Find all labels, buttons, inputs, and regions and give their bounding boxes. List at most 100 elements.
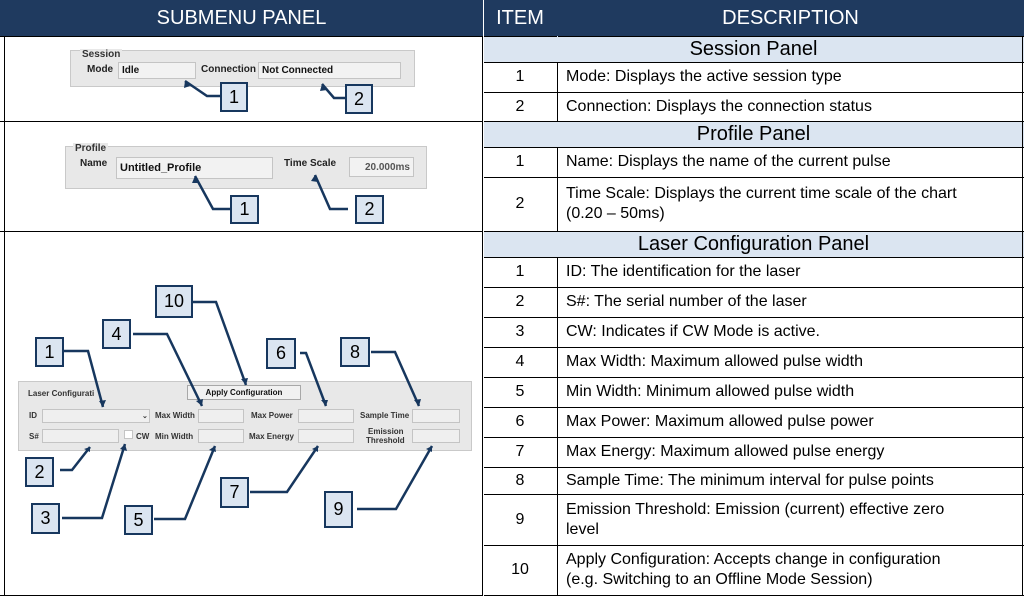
grid-line bbox=[557, 147, 558, 231]
min-width-field[interactable] bbox=[198, 429, 244, 443]
emission-threshold-field[interactable] bbox=[412, 429, 460, 443]
max-width-field[interactable] bbox=[198, 409, 244, 423]
callout-laser-7: 7 bbox=[220, 477, 249, 508]
profile-row-item: 2 bbox=[515, 195, 525, 212]
emission-label: Emission bbox=[368, 427, 404, 436]
profile-row-desc: Name: Displays the name of the current p… bbox=[566, 153, 891, 170]
profile-row-desc: Time Scale: Displays the current time sc… bbox=[566, 185, 957, 222]
connection-field: Not Connected bbox=[258, 62, 401, 79]
section-title-laser: Laser Configuration Panel bbox=[483, 231, 1024, 257]
max-power-label: Max Power bbox=[251, 411, 293, 420]
laser-row-item: 8 bbox=[515, 471, 525, 489]
callout-session-1: 1 bbox=[220, 82, 248, 112]
chevron-down-icon: ⌄ bbox=[142, 413, 148, 420]
callout-laser-8: 8 bbox=[340, 337, 370, 367]
time-scale-field: 20.000ms bbox=[349, 157, 414, 177]
section-title-profile: Profile Panel bbox=[483, 121, 1024, 147]
callout-laser-9: 9 bbox=[324, 491, 353, 528]
callout-laser-2: 2 bbox=[25, 457, 54, 487]
mode-field: Idle bbox=[118, 62, 196, 79]
grid-line bbox=[482, 36, 483, 596]
laser-row-item: 3 bbox=[515, 323, 525, 340]
grid-line bbox=[483, 545, 1024, 546]
grid-line bbox=[483, 257, 1024, 258]
profile-row-item: 1 bbox=[515, 153, 525, 170]
laser-row-item: 7 bbox=[515, 443, 525, 460]
laser-row-desc: Max Power: Maximum allowed pulse power bbox=[566, 413, 874, 430]
grid-line bbox=[483, 92, 1024, 93]
laser-row-item: 4 bbox=[515, 353, 525, 370]
name-field: Untitled_Profile bbox=[116, 157, 273, 179]
callout-laser-10: 10 bbox=[155, 285, 193, 318]
max-energy-label: Max Energy bbox=[249, 432, 294, 441]
cw-checkbox[interactable] bbox=[124, 430, 133, 439]
sample-time-label: Sample Time bbox=[360, 411, 410, 420]
callout-laser-3: 3 bbox=[31, 503, 60, 534]
laser-row-item: 2 bbox=[515, 293, 525, 310]
grid-line bbox=[4, 36, 5, 596]
name-label: Name bbox=[80, 158, 108, 169]
session-row-desc: Mode: Displays the active session type bbox=[566, 68, 842, 85]
laser-row-desc: CW: Indicates if CW Mode is active. bbox=[566, 323, 820, 340]
sample-time-field[interactable] bbox=[412, 409, 460, 423]
grid-line bbox=[483, 467, 1024, 468]
section-title-session: Session Panel bbox=[483, 36, 1024, 62]
leader-line bbox=[62, 443, 127, 520]
threshold-label: Threshold bbox=[366, 436, 405, 445]
grid-line bbox=[483, 437, 1024, 438]
mode-label: Mode bbox=[87, 64, 114, 75]
leader-line bbox=[250, 445, 320, 494]
grid-line bbox=[0, 595, 1024, 596]
laser-row-desc: Max Energy: Maximum allowed pulse energy bbox=[566, 443, 885, 460]
connection-label: Connection bbox=[201, 64, 256, 75]
callout-profile-2: 2 bbox=[355, 195, 384, 224]
laser-row-desc: S#: The serial number of the laser bbox=[566, 293, 807, 310]
laser-row-item: 9 bbox=[515, 510, 525, 528]
laser-row-item: 6 bbox=[515, 413, 525, 430]
id-dropdown[interactable] bbox=[42, 409, 150, 423]
leader-line bbox=[154, 445, 217, 521]
laser-row-item: 1 bbox=[515, 263, 525, 280]
session-row-item: 2 bbox=[515, 97, 525, 115]
grid-line bbox=[557, 36, 558, 62]
laser-row-desc: Min Width: Minimum allowed pulse width bbox=[566, 383, 855, 400]
header-item: ITEM bbox=[483, 0, 557, 36]
grid-line bbox=[483, 347, 1024, 348]
callout-laser-6: 6 bbox=[266, 338, 296, 369]
grid-line bbox=[0, 36, 1024, 37]
max-energy-field[interactable] bbox=[298, 429, 354, 443]
header-description: DESCRIPTION bbox=[557, 0, 1024, 36]
id-label: ID bbox=[29, 411, 37, 420]
laser-row-desc: Emission Threshold: Emission (current) e… bbox=[566, 500, 945, 538]
header-submenu-panel: SUBMENU PANEL bbox=[0, 0, 483, 36]
grid-line bbox=[0, 231, 1024, 232]
grid-line bbox=[483, 317, 1024, 318]
leader-line bbox=[357, 445, 434, 511]
serial-number-field bbox=[42, 429, 119, 443]
laser-row-desc: ID: The identification for the laser bbox=[566, 263, 801, 280]
laser-row-item: 10 bbox=[511, 561, 529, 578]
callout-laser-4: 4 bbox=[102, 319, 131, 349]
grid-line bbox=[557, 257, 558, 596]
session-row-item: 1 bbox=[515, 68, 525, 85]
leader-line bbox=[193, 300, 248, 386]
laser-panel-title: Laser Configurati bbox=[28, 389, 95, 398]
session-panel-title: Session bbox=[80, 49, 123, 60]
laser-row-desc: Max Width: Maximum allowed pulse width bbox=[566, 353, 863, 370]
apply-configuration-button[interactable]: Apply Configuration bbox=[187, 385, 301, 400]
laser-row-desc: Sample Time: The minimum interval for pu… bbox=[566, 471, 934, 489]
laser-row-desc: Apply Configuration: Accepts change in c… bbox=[566, 551, 941, 588]
callout-session-2: 2 bbox=[345, 84, 373, 114]
min-width-label: Min Width bbox=[155, 432, 194, 441]
profile-panel-title: Profile bbox=[73, 143, 109, 154]
grid-line bbox=[0, 121, 1024, 122]
grid-line bbox=[483, 287, 1024, 288]
serial-number-label: S# bbox=[29, 432, 39, 441]
max-power-field[interactable] bbox=[298, 409, 354, 423]
grid-line bbox=[483, 407, 1024, 408]
grid-line bbox=[557, 62, 558, 121]
grid-line bbox=[483, 494, 1024, 495]
max-width-label: Max Width bbox=[155, 411, 195, 420]
grid-line bbox=[483, 147, 1024, 148]
